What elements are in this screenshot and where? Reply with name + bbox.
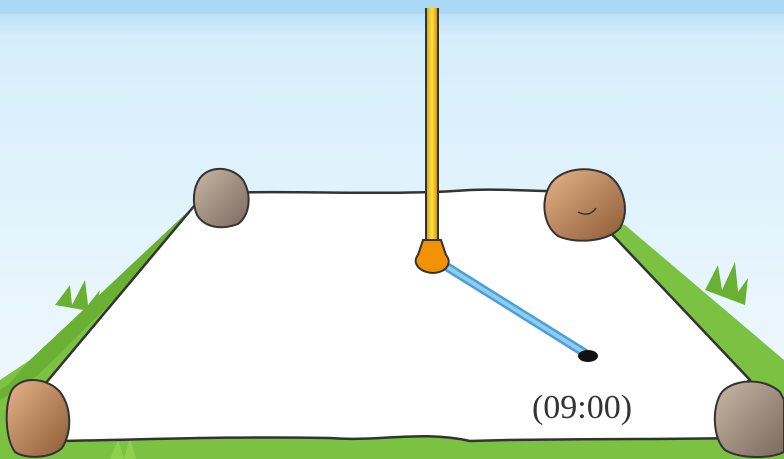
rock-back-right <box>543 168 626 242</box>
rock-front-left <box>5 379 71 458</box>
grass-border-dark <box>0 205 200 400</box>
stick-pole-fill <box>427 8 437 246</box>
rock-front-right <box>713 380 784 458</box>
shadow-tip-mark <box>578 350 598 362</box>
grass-tuft-right <box>705 262 748 305</box>
grass-tuft-left <box>55 280 100 312</box>
pole-base <box>414 239 450 275</box>
paper-sheet <box>38 188 752 443</box>
rock-back-right-crack <box>577 207 597 215</box>
sky-top-band <box>0 0 784 14</box>
grass-tuft-bottom <box>110 438 136 459</box>
shadow-line-highlight <box>434 258 590 357</box>
rock-back-left <box>192 167 250 229</box>
shadow-time-label: (09:00) <box>532 389 632 426</box>
